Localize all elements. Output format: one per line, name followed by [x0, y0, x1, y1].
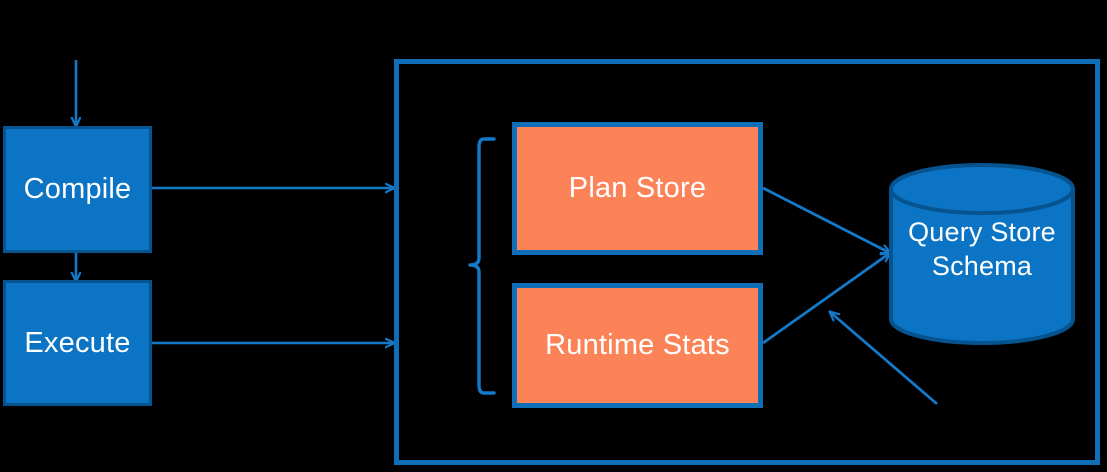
node-plan-store-label: Plan Store: [568, 172, 707, 204]
node-compile-label: Compile: [23, 173, 132, 205]
node-plan-store[interactable]: Plan Store: [512, 122, 763, 255]
schema-label-line-1: Query Store: [908, 217, 1056, 247]
node-runtime-stats[interactable]: Runtime Stats: [512, 283, 763, 408]
query-store-container: [394, 59, 1100, 465]
cylinder-top-icon: [889, 163, 1075, 215]
node-runtime-stats-label: Runtime Stats: [545, 329, 730, 361]
schema-label-line-2: Schema: [931, 251, 1033, 281]
node-execute[interactable]: Execute: [3, 280, 152, 406]
node-execute-label: Execute: [24, 326, 131, 359]
node-query-store-schema-label: Query Store Schema: [888, 215, 1076, 283]
cylinder-body-icon: [889, 187, 1075, 345]
node-query-store-schema[interactable]: [888, 163, 1076, 345]
node-compile[interactable]: Compile: [3, 126, 152, 253]
